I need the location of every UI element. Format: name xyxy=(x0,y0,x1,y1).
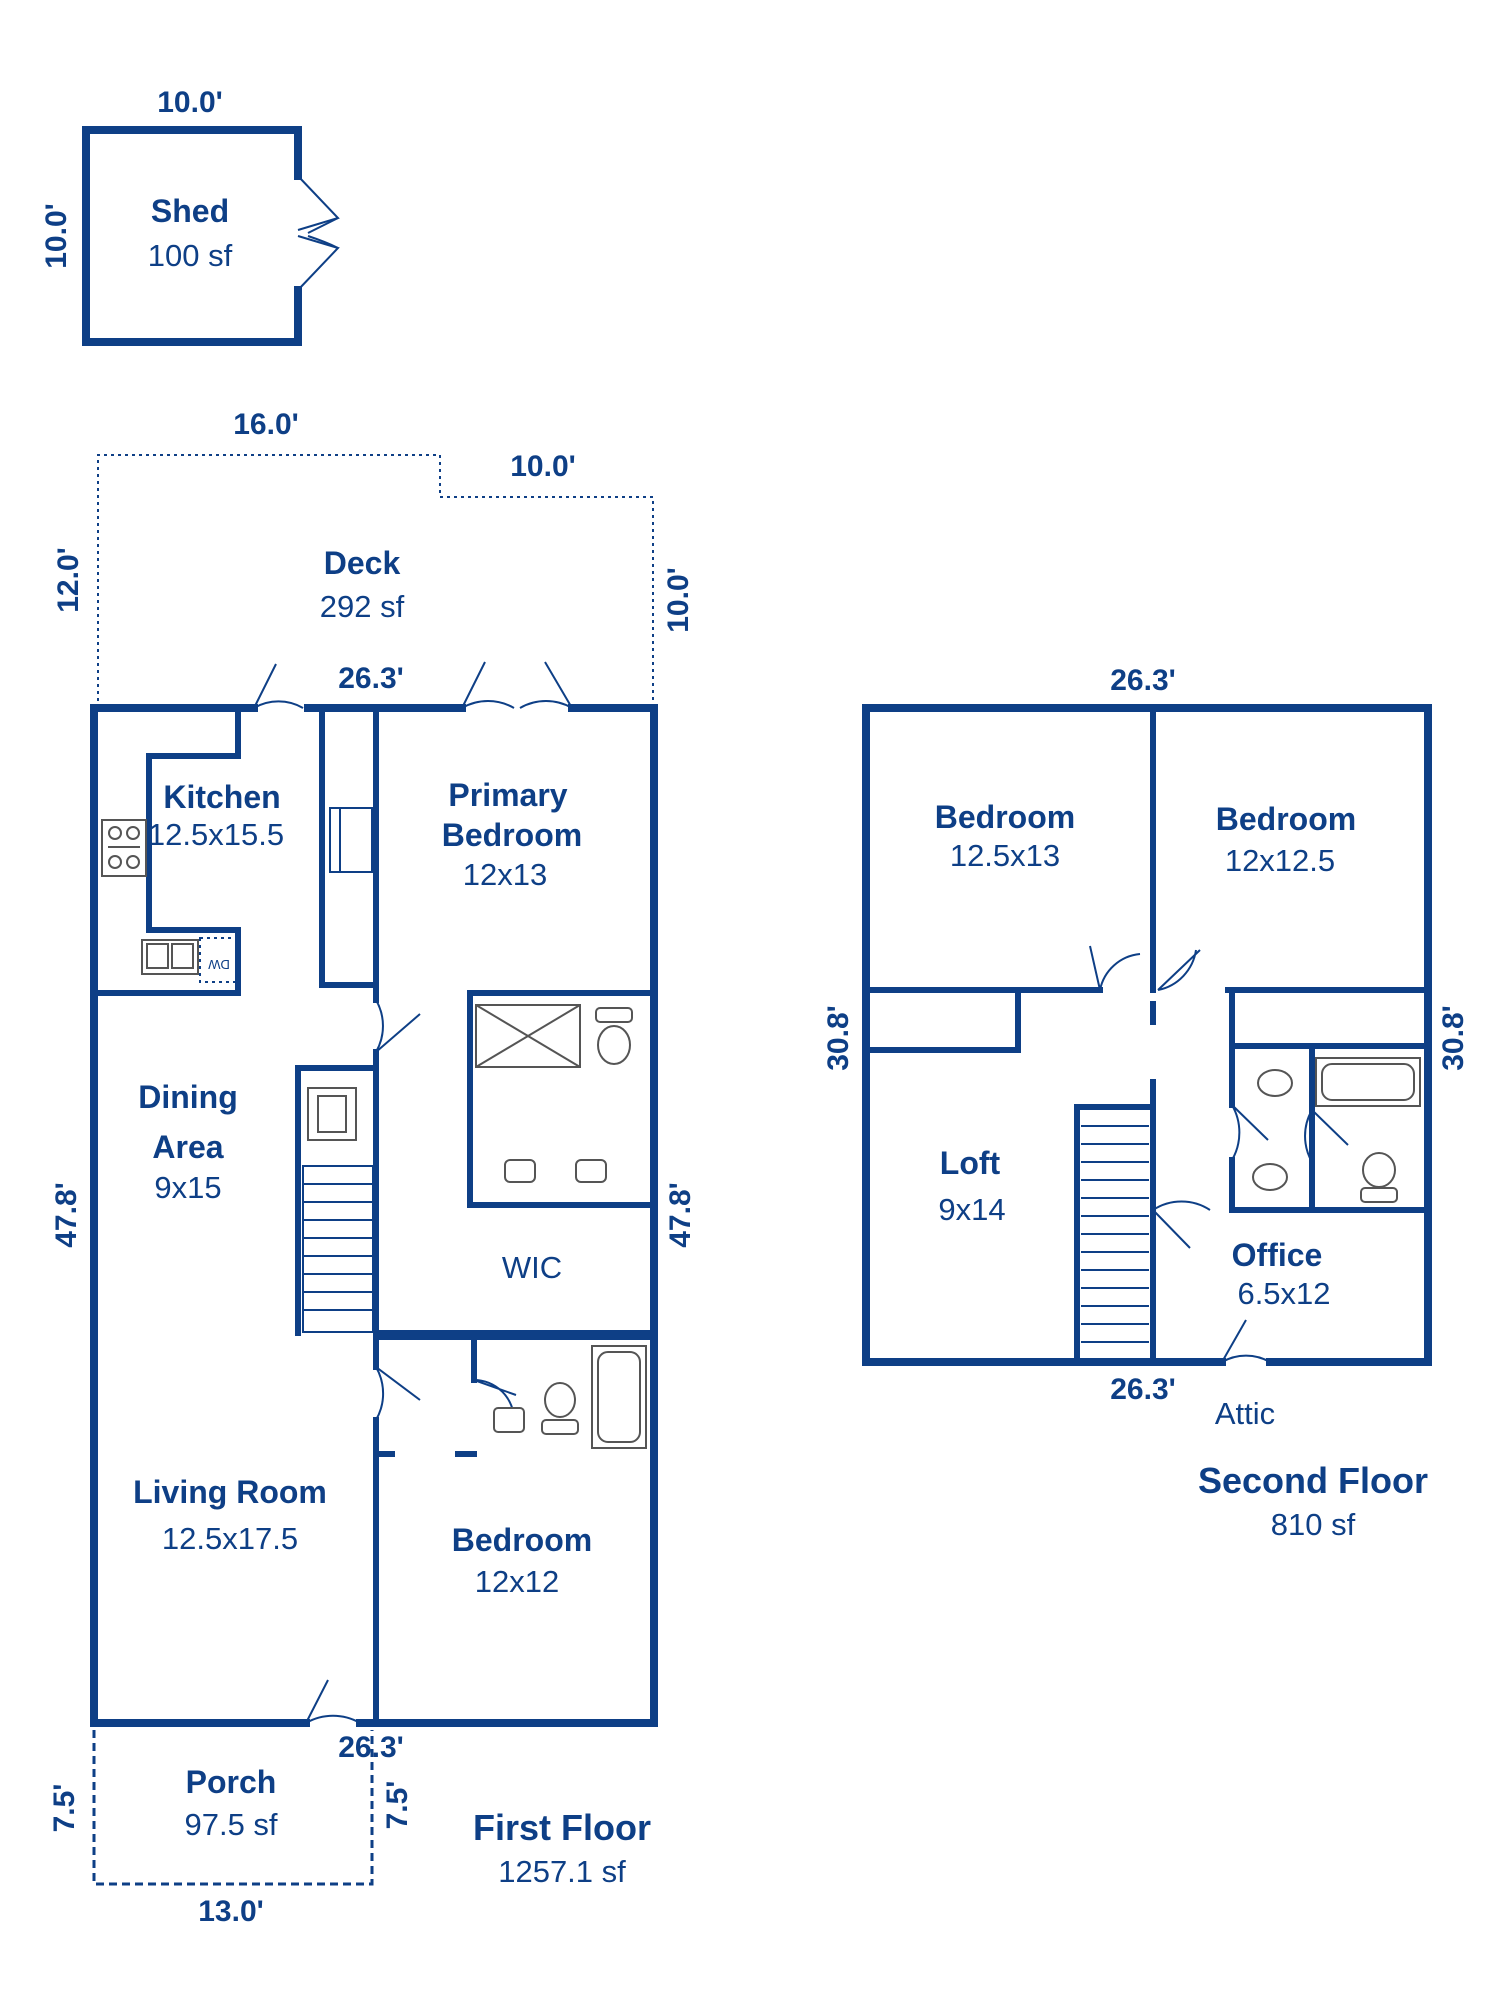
first-floor-area: 1257.1 sf xyxy=(498,1854,626,1889)
office-size: 6.5x12 xyxy=(1237,1276,1330,1311)
deck-name: Deck xyxy=(324,545,401,581)
first-floor-title: First Floor xyxy=(473,1807,651,1848)
porch-depth-right-dim: 7.5' xyxy=(381,1781,414,1830)
porch: Porch 97.5 sf 13.0' 7.5' 7.5' xyxy=(48,1730,414,1928)
bedroom-left-name: Bedroom xyxy=(935,799,1075,835)
bedroom-right-name: Bedroom xyxy=(1216,801,1356,837)
second-floor-width-top-dim: 26.3' xyxy=(1110,664,1176,697)
bedroom-right-size: 12x12.5 xyxy=(1225,843,1335,878)
sink-icon xyxy=(575,1159,607,1183)
dining-name-line1: Dining xyxy=(138,1079,238,1115)
second-floor-depth-left-dim: 30.8' xyxy=(822,1005,855,1071)
first-floor-depth-left-dim: 47.8' xyxy=(50,1182,83,1248)
deck-depth-left-dim: 12.0' xyxy=(52,547,85,613)
bedroom-size: 12x12 xyxy=(475,1564,559,1599)
dining-name-line2: Area xyxy=(152,1129,223,1165)
dishwasher-label: DW xyxy=(207,957,229,972)
living-room-name: Living Room xyxy=(133,1474,327,1510)
toilet-icon xyxy=(595,1007,633,1065)
shed-width-dim: 10.0' xyxy=(157,86,223,119)
shed: Shed 100 sf 10.0' 10.0' xyxy=(40,86,340,346)
kitchen-name: Kitchen xyxy=(163,779,280,815)
dining-size: 9x15 xyxy=(154,1170,221,1205)
attic-name: Attic xyxy=(1215,1396,1275,1431)
loft-size: 9x14 xyxy=(938,1192,1005,1227)
wic-name: WIC xyxy=(502,1250,562,1285)
first-floor: DW xyxy=(50,661,697,1889)
deck-area: 292 sf xyxy=(320,589,405,624)
deck-width-left-dim: 16.0' xyxy=(233,408,299,441)
first-floor-width-top-dim: 26.3' xyxy=(338,662,404,695)
kitchen-size: 12.5x15.5 xyxy=(148,817,284,852)
bathtub-icon xyxy=(1315,1057,1421,1107)
sink-icon xyxy=(1257,1069,1293,1097)
toilet-icon xyxy=(541,1382,579,1435)
second-floor-width-bottom-dim: 26.3' xyxy=(1110,1373,1176,1406)
bedroom-left-size: 12.5x13 xyxy=(950,838,1060,873)
stairs-icon xyxy=(1074,1104,1156,1365)
second-floor-depth-right-dim: 30.8' xyxy=(1437,1005,1470,1071)
washer-icon xyxy=(307,1087,357,1141)
porch-depth-left-dim: 7.5' xyxy=(48,1784,81,1833)
primary-bedroom-name-line2: Bedroom xyxy=(442,817,582,853)
deck-width-right-dim: 10.0' xyxy=(510,450,576,483)
sink-icon xyxy=(504,1159,536,1183)
stairs-icon xyxy=(302,1165,374,1333)
loft-name: Loft xyxy=(940,1145,1001,1181)
office-name: Office xyxy=(1232,1237,1323,1273)
second-floor: Bedroom 12.5x13 Bedroom 12x12.5 Loft 9x1… xyxy=(822,664,1470,1542)
kitchen-sink-icon xyxy=(141,939,199,975)
shed-area: 100 sf xyxy=(148,238,233,273)
first-floor-depth-right-dim: 47.8' xyxy=(664,1182,697,1248)
dishwasher-icon xyxy=(199,937,239,983)
primary-bedroom-size: 12x13 xyxy=(463,857,547,892)
deck: Deck 292 sf 16.0' 10.0' 12.0' 10.0' xyxy=(52,408,695,708)
porch-area: 97.5 sf xyxy=(184,1807,277,1842)
shed-depth-dim: 10.0' xyxy=(40,203,73,269)
first-floor-width-bottom-dim: 26.3' xyxy=(338,1731,404,1764)
second-floor-area: 810 sf xyxy=(1271,1507,1356,1542)
primary-bedroom-name-line1: Primary xyxy=(448,777,567,813)
stove-icon xyxy=(101,819,147,877)
shower-icon xyxy=(475,1004,581,1068)
shed-name: Shed xyxy=(151,193,229,229)
toilet-icon xyxy=(1360,1152,1398,1203)
porch-width-dim: 13.0' xyxy=(198,1895,264,1928)
porch-name: Porch xyxy=(186,1764,277,1800)
second-floor-title: Second Floor xyxy=(1198,1460,1428,1501)
living-room-size: 12.5x17.5 xyxy=(162,1521,298,1556)
deck-depth-right-dim: 10.0' xyxy=(662,567,695,633)
bedroom-name: Bedroom xyxy=(452,1522,592,1558)
bathtub-icon xyxy=(591,1345,647,1449)
sink-icon xyxy=(1252,1163,1288,1191)
sink-icon xyxy=(493,1407,525,1433)
